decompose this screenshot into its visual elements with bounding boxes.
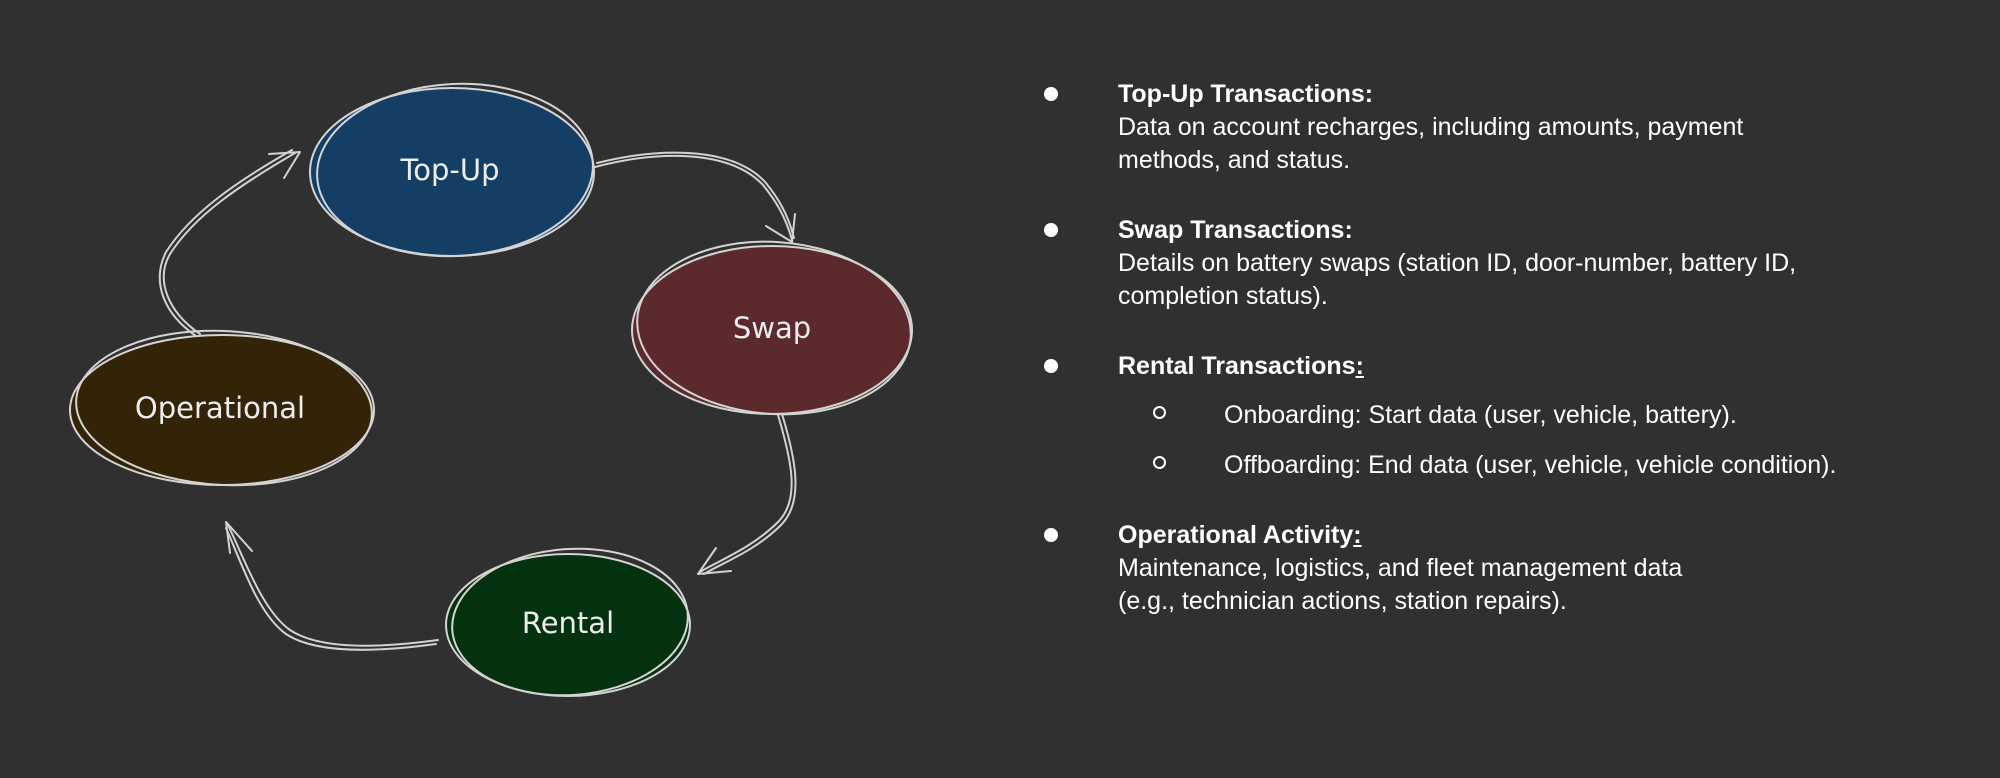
list-item-topup: Top-Up Transactions: Data on account rec…: [1040, 78, 1970, 177]
item-description: Maintenance, logistics, and fleet manage…: [1118, 554, 1683, 582]
bullet-dot: [1044, 223, 1058, 237]
item-title-colon: :: [1353, 521, 1362, 549]
list-item-swap: Swap Transactions: Details on battery sw…: [1040, 214, 1970, 313]
node-operational-label: Operational: [135, 391, 305, 425]
node-rental-fill: [446, 554, 690, 696]
bullet-dot: [1044, 528, 1058, 542]
node-swap-label: Swap: [733, 311, 811, 345]
data-flow-diagram: Top-Up Swap Rental Operational: [69, 82, 913, 697]
arrow-rental-to-operational: [225, 521, 439, 651]
item-title: Top-Up Transactions:: [1118, 80, 1374, 108]
sub-item-text: Offboarding: End data (user, vehicle, ve…: [1224, 451, 1837, 479]
item-description: Data on account recharges, including amo…: [1118, 113, 1744, 141]
node-rental: Rental: [445, 547, 691, 697]
sub-bullet-circle: [1153, 406, 1166, 419]
node-topup-outline-2: [316, 82, 594, 258]
item-title-colon: :: [1355, 352, 1364, 380]
node-topup: Top-Up: [309, 82, 595, 258]
item-title-text: Rental Transactions: [1118, 352, 1356, 380]
node-swap-fill: [632, 246, 912, 414]
list-item-operational: Operational Activity: Maintenance, logis…: [1040, 519, 1970, 618]
sub-bullet-circle: [1153, 456, 1166, 469]
bullet-dot: [1044, 359, 1058, 373]
arrow-swap-to-rental: [697, 413, 797, 575]
item-title: Operational Activity:: [1118, 519, 1362, 552]
node-topup-fill: [310, 88, 594, 256]
item-title: Swap Transactions:: [1118, 216, 1353, 244]
node-operational-fill: [70, 335, 374, 485]
node-rental-label: Rental: [522, 606, 614, 640]
transaction-types-list: Top-Up Transactions: Data on account rec…: [1040, 78, 1970, 655]
item-description-cont: (e.g., technician actions, station repai…: [1118, 587, 1567, 615]
item-title-text: Operational Activity: [1118, 521, 1354, 549]
arrow-topup-to-swap: [594, 151, 796, 243]
bullet-dot: [1044, 87, 1058, 101]
node-operational: Operational: [69, 329, 375, 487]
sub-item-offboarding: Offboarding: End data (user, vehicle, ve…: [1040, 449, 1970, 482]
node-topup-label: Top-Up: [399, 153, 499, 187]
item-title: Rental Transactions:: [1118, 350, 1364, 383]
item-description-cont: completion status).: [1118, 282, 1328, 310]
item-description-cont: methods, and status.: [1118, 146, 1351, 174]
list-item-rental: Rental Transactions: Onboarding: Start d…: [1040, 350, 1970, 482]
node-operational-outline-2: [75, 329, 373, 487]
sub-item-text: Onboarding: Start data (user, vehicle, b…: [1224, 401, 1737, 429]
arrow-operational-to-topup: [158, 149, 301, 337]
rental-subitems: Onboarding: Start data (user, vehicle, b…: [1118, 399, 1970, 482]
node-swap: Swap: [631, 240, 913, 416]
node-rental-outline-2: [451, 547, 689, 697]
sub-item-onboarding: Onboarding: Start data (user, vehicle, b…: [1040, 399, 1970, 432]
node-swap-outline-2: [636, 240, 912, 416]
item-description: Details on battery swaps (station ID, do…: [1118, 249, 1797, 277]
